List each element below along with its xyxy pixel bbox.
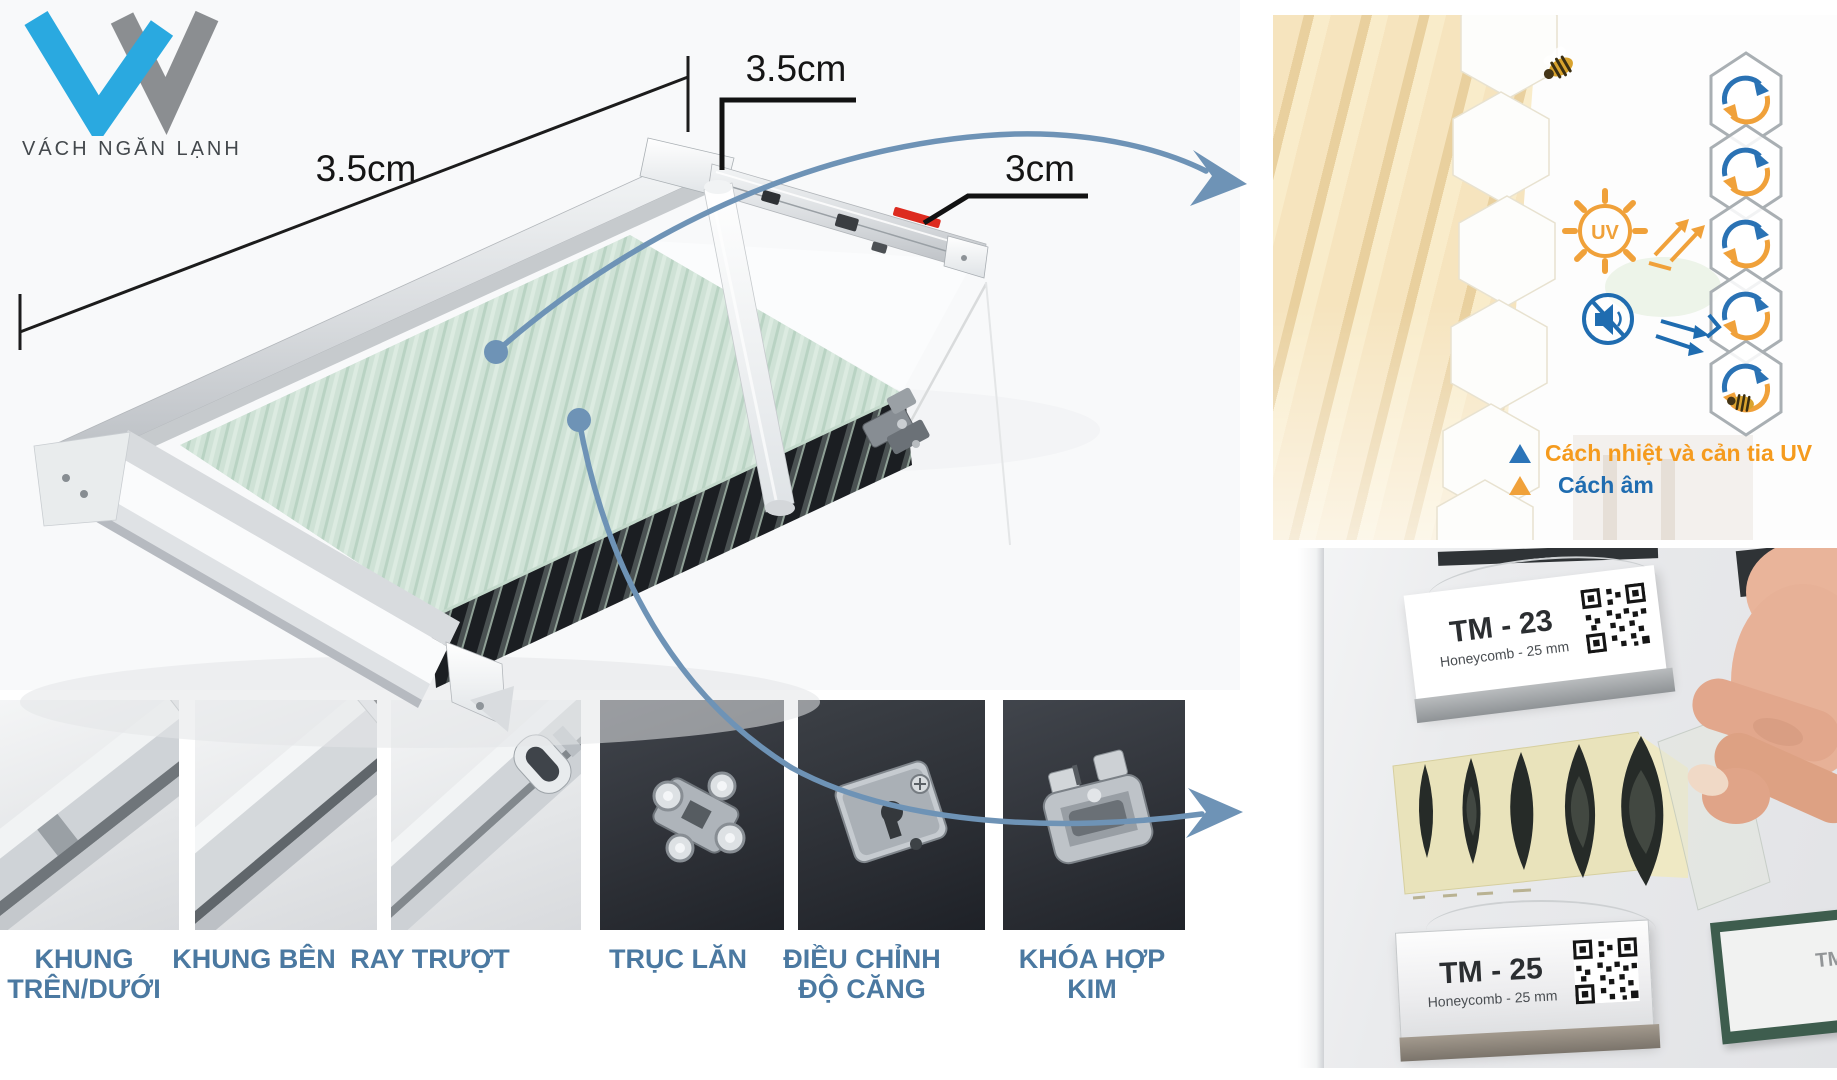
green-sample-card: TM (1709, 909, 1837, 1045)
sample-card-tm25: TM - 25 Honeycomb - 25 mm (1394, 919, 1660, 1062)
component-label-roller: TRỤC LĂN (609, 944, 747, 974)
green-sample-face: TM (1719, 918, 1837, 1032)
dimension-side-label: 3.5cm (745, 48, 847, 89)
component-photo-alloy-lock (1003, 700, 1185, 930)
dimension-width-label: 3.5cm (315, 148, 417, 189)
component-label-side-frame: KHUNG BÊN (172, 944, 336, 974)
legend-soundproof-text: Cách âm (1558, 472, 1654, 498)
callout-dot-accordion (567, 408, 591, 432)
chair-blur (1573, 435, 1753, 540)
legend-heat-uv: Cách nhiệt và cản tia UV (1509, 440, 1812, 467)
dimension-lines (18, 56, 1088, 350)
arrow-head-bottom (1186, 788, 1243, 838)
pleated-panel (180, 235, 905, 630)
wall-edge (1298, 548, 1324, 1068)
sample-code: TM - 25 (1438, 952, 1544, 991)
component-label-alloy-lock: KHÓA HỢP KIM (1018, 944, 1166, 1005)
uv-label: UV (1591, 222, 1619, 244)
product-diagram (18, 56, 1247, 838)
green-sample-partial-code: TM (1814, 947, 1837, 973)
brand-logo (14, 4, 234, 145)
legend-triangle-orange-icon (1509, 476, 1531, 495)
arrow-head-top (1190, 150, 1247, 206)
legend-heat-uv-text: Cách nhiệt và cản tia UV (1545, 440, 1813, 466)
plant-blur (1605, 257, 1721, 317)
sound-block-icon (1655, 313, 1722, 356)
roller-bar (703, 180, 795, 516)
callout-arrows (484, 131, 1247, 838)
tension-bracket (862, 281, 1011, 546)
fingernail (1687, 764, 1729, 796)
sample-image: TM - 23 Honeycomb - 25 mm (1298, 548, 1837, 1068)
hand (1657, 548, 1837, 911)
honeycomb-cycle-icons (1709, 51, 1783, 437)
hanging-wire-2 (1426, 900, 1656, 930)
brand-name: VÁCH NGĂN LẠNH (22, 138, 242, 160)
bottom-rail (33, 430, 514, 732)
callout-dot-fabric (484, 340, 508, 364)
uv-sun-icon: UV (1562, 188, 1648, 274)
track-rail (707, 163, 989, 279)
dimension-rail-label: 3cm (1005, 148, 1075, 189)
sample-rail (1399, 1024, 1660, 1062)
sound-mute-icon (1582, 293, 1634, 345)
accordion-edge (429, 393, 912, 688)
logo-w-icon (24, 10, 219, 145)
qr-code (1572, 937, 1640, 1005)
legend-soundproof: Cách âm (1509, 472, 1654, 499)
component-label-slide-rail: RAY TRƯỢT (350, 944, 510, 974)
frame-opening (636, 240, 974, 392)
heat-reflect-icon (1648, 219, 1705, 271)
honeycomb-sample-strip (1392, 731, 1688, 900)
legend-triangle-blue-icon (1509, 444, 1531, 463)
feature-image: UV (1273, 15, 1837, 540)
